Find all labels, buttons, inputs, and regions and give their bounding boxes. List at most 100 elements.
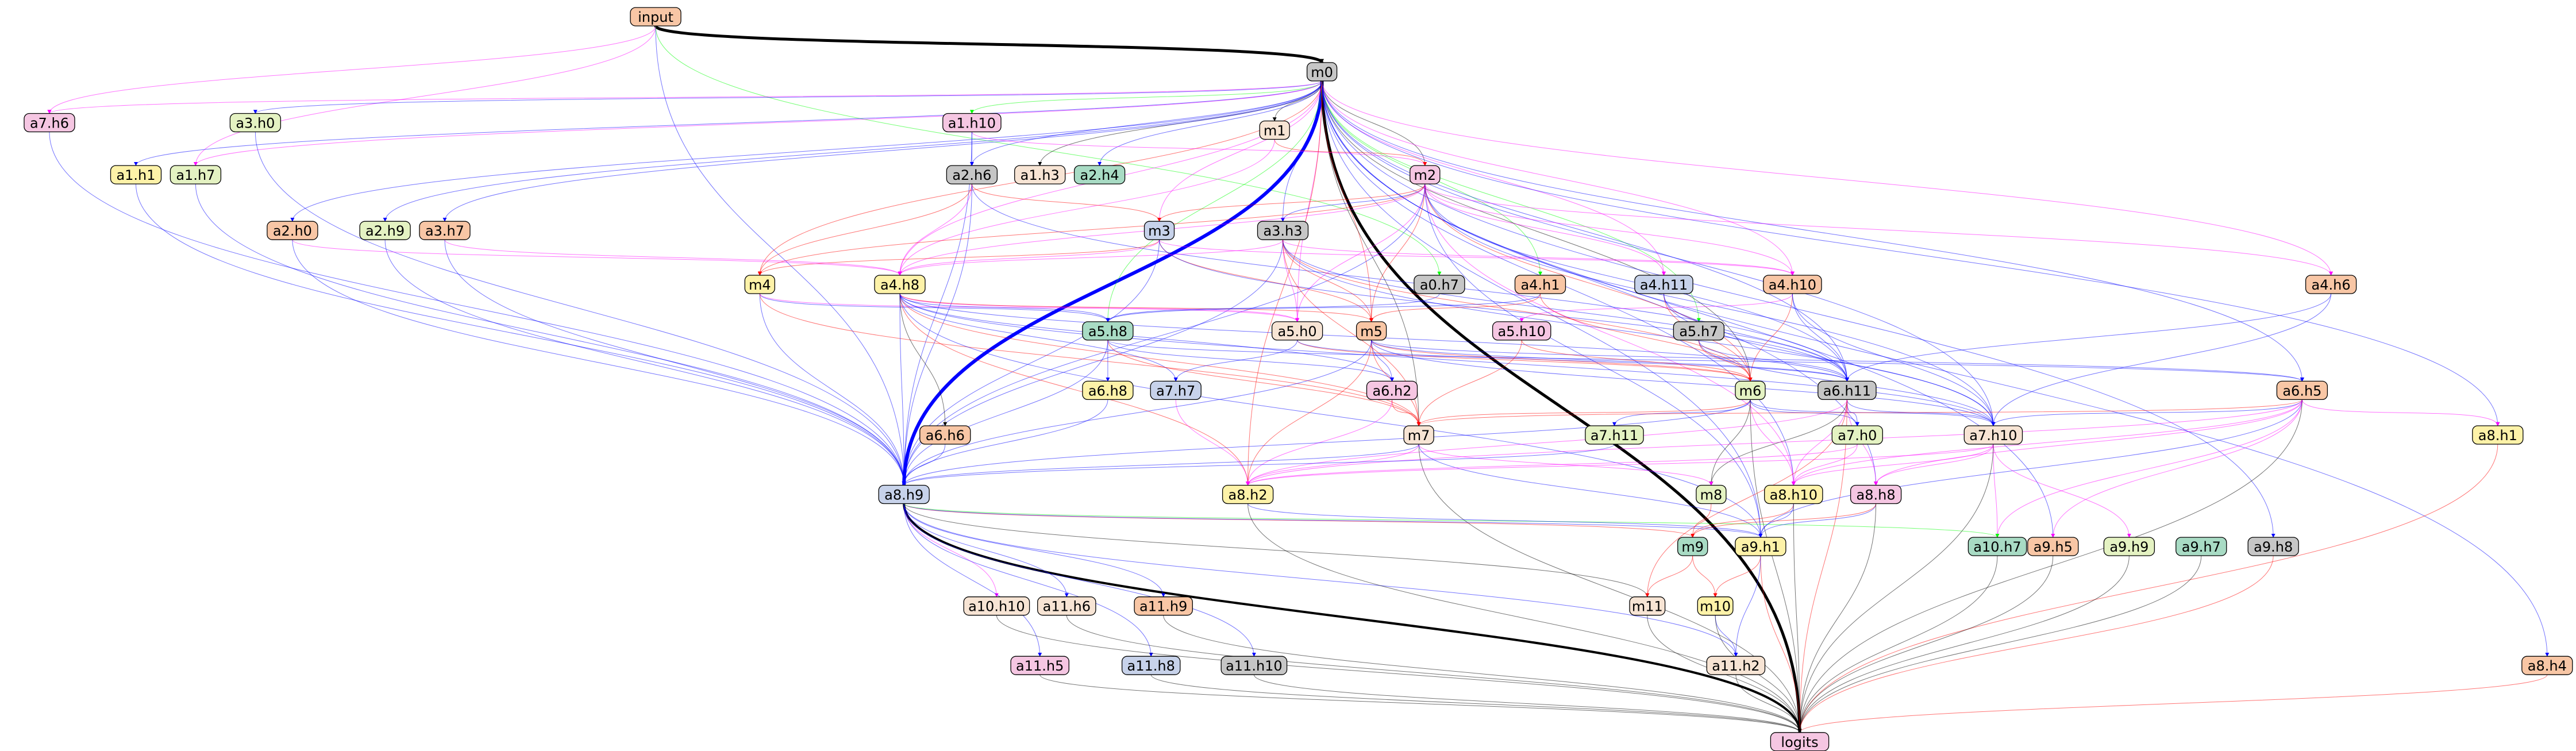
node-a11-h5[interactable]: a11.h5 (1010, 656, 1069, 675)
node-a8-h8[interactable]: a8.h8 (1850, 484, 1902, 504)
node-a7-h0[interactable]: a7.h0 (1831, 425, 1883, 445)
node-a4-h6[interactable]: a4.h6 (2305, 275, 2357, 294)
node-a11-h6[interactable]: a11.h6 (1037, 596, 1096, 616)
node-a7-h6[interactable]: a7.h6 (24, 113, 75, 133)
edge-m3-to-a6.h11 (1159, 240, 1849, 382)
node-a9-h7[interactable]: a9.h7 (2175, 537, 2227, 556)
node-a0-h7[interactable]: a0.h7 (1414, 275, 1465, 294)
edge-a8.h2-to-logits (1247, 503, 1802, 733)
node-label: a4.h1 (1520, 277, 1560, 293)
node-box (2305, 275, 2357, 294)
node-a5-h7[interactable]: a5.h7 (1673, 321, 1725, 341)
node-a4-h8[interactable]: a4.h8 (874, 275, 926, 294)
node-a7-h10[interactable]: a7.h10 (1963, 425, 2023, 445)
node-a9-h8[interactable]: a9.h8 (2247, 537, 2299, 556)
node-box (1134, 596, 1193, 616)
node-m7[interactable]: m7 (1403, 425, 1434, 445)
node-m4[interactable]: m4 (744, 275, 775, 294)
node-a6-h8[interactable]: a6.h8 (1082, 380, 1134, 400)
node-box (1514, 275, 1566, 294)
edge-a9.h8-to-logits (1797, 556, 2274, 733)
node-a11-h8[interactable]: a11.h8 (1121, 656, 1181, 675)
edge-a4.h10-to-a5.h10 (1519, 293, 1793, 322)
node-a8-h9[interactable]: a8.h9 (878, 484, 930, 504)
node-a10-h10[interactable]: a10.h10 (963, 596, 1030, 616)
node-a1-h3[interactable]: a1.h3 (1014, 165, 1066, 184)
node-box (2521, 656, 2573, 675)
node-a11-h9[interactable]: a11.h9 (1134, 596, 1193, 616)
node-a6-h11[interactable]: a6.h11 (1818, 380, 1877, 400)
edge-a8.h9-to-a10.h10 (903, 503, 999, 598)
node-a3-h7[interactable]: a3.h7 (419, 221, 471, 240)
node-a5-h0[interactable]: a5.h0 (1271, 321, 1323, 341)
node-label: a1.h10 (948, 115, 996, 132)
node-m8[interactable]: m8 (1696, 484, 1727, 504)
edge-a3.h3-to-a5.h0 (1283, 240, 1300, 322)
edge-a9.h1-to-logits (1760, 556, 1802, 733)
edge-m0-to-m2 (1322, 80, 1427, 166)
node-a2-h6[interactable]: a2.h6 (946, 165, 998, 184)
node-label: a11.h6 (1043, 599, 1091, 615)
node-label: a0.h7 (1420, 277, 1459, 293)
node-a6-h6[interactable]: a6.h6 (919, 425, 971, 445)
node-a1-h1[interactable]: a1.h1 (110, 165, 162, 184)
node-box (1410, 165, 1441, 184)
node-a7-h7[interactable]: a7.h7 (1150, 380, 1202, 400)
node-a3-h3[interactable]: a3.h3 (1257, 221, 1309, 240)
node-m11[interactable]: m11 (1629, 596, 1666, 616)
node-box (1271, 321, 1323, 341)
node-a8-h1[interactable]: a8.h1 (2472, 425, 2524, 445)
node-a4-h1[interactable]: a4.h1 (1514, 275, 1566, 294)
node-a1-h7[interactable]: a1.h7 (170, 165, 222, 184)
node-box (1306, 62, 1338, 82)
node-a9-h1[interactable]: a9.h1 (1735, 537, 1786, 556)
node-a1-h10[interactable]: a1.h10 (942, 113, 1002, 133)
node-input[interactable]: input (630, 7, 681, 26)
edge-m0-to-logits (1320, 80, 1802, 733)
node-a10-h7[interactable]: a10.h7 (1967, 537, 2027, 556)
edge-m5-to-a6.h11 (1371, 340, 1849, 382)
edge-m0-to-a5.h8 (1106, 80, 1323, 322)
edge-m5-to-m6 (1371, 340, 1753, 382)
node-a7-h11[interactable]: a7.h11 (1585, 425, 1644, 445)
node-a2-h4[interactable]: a2.h4 (1073, 165, 1126, 184)
edge-input-to-a0.h7 (655, 26, 1442, 276)
node-logits[interactable]: logits (1770, 732, 1830, 751)
node-a9-h5[interactable]: a9.h5 (2027, 537, 2079, 556)
edge-a5.h10-to-m7 (1416, 340, 1522, 426)
node-a5-h8[interactable]: a5.h8 (1082, 321, 1134, 341)
node-a11-h2[interactable]: a11.h2 (1706, 656, 1766, 675)
edge-m7-to-logits (1418, 444, 1802, 733)
node-m9[interactable]: m9 (1677, 537, 1708, 556)
node-a8-h4[interactable]: a8.h4 (2521, 656, 2573, 675)
edge-m0-to-a3.h0 (253, 80, 1323, 114)
node-m3[interactable]: m3 (1143, 221, 1175, 240)
node-a4-h11[interactable]: a4.h11 (1634, 275, 1693, 294)
node-a3-h0[interactable]: a3.h0 (229, 113, 282, 133)
edge-m0-to-m7 (1322, 80, 1421, 426)
node-a8-h10[interactable]: a8.h10 (1764, 484, 1823, 504)
node-m10[interactable]: m10 (1697, 596, 1734, 616)
node-a2-h9[interactable]: a2.h9 (359, 221, 411, 240)
node-m1[interactable]: m1 (1259, 120, 1290, 140)
node-a2-h0[interactable]: a2.h0 (267, 221, 318, 240)
edge-m3-to-a4.h10 (1159, 239, 1795, 276)
node-a4-h10[interactable]: a4.h10 (1763, 275, 1822, 294)
node-a9-h9[interactable]: a9.h9 (2103, 537, 2155, 556)
node-m6[interactable]: m6 (1735, 380, 1766, 400)
node-m0[interactable]: m0 (1306, 62, 1338, 82)
node-a5-h10[interactable]: a5.h10 (1492, 321, 1551, 341)
node-a6-h5[interactable]: a6.h5 (2276, 380, 2328, 400)
node-m5[interactable]: m5 (1356, 321, 1387, 341)
node-a11-h10[interactable]: a11.h10 (1220, 656, 1288, 675)
edge-a11.h8-to-logits (1150, 675, 1802, 733)
node-label: m0 (1311, 64, 1333, 80)
edge-m4-to-a5.h8 (759, 293, 1110, 322)
node-box (1222, 484, 1274, 504)
node-m2[interactable]: m2 (1410, 165, 1441, 184)
node-a8-h2[interactable]: a8.h2 (1222, 484, 1274, 504)
node-a6-h2[interactable]: a6.h2 (1366, 380, 1418, 400)
node-box (1696, 484, 1727, 504)
node-label: a2.h4 (1080, 167, 1119, 183)
edge-m2-to-a7.h10 (1424, 184, 1996, 426)
